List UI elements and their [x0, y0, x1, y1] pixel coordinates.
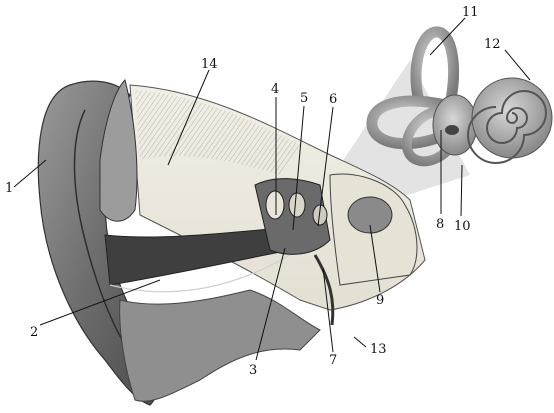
label-13: 13 — [370, 342, 387, 357]
lower-tissue — [120, 290, 320, 401]
label-2: 2 — [30, 325, 38, 340]
incus — [289, 193, 305, 217]
label-4: 4 — [271, 82, 279, 97]
oval-window — [445, 125, 459, 135]
label-5: 5 — [300, 91, 308, 106]
magnified-labyrinth — [372, 32, 552, 163]
label-1: 1 — [5, 181, 13, 196]
label-7: 7 — [329, 353, 337, 368]
leader-13 — [354, 337, 366, 347]
label-3: 3 — [249, 363, 257, 378]
label-6: 6 — [329, 92, 337, 107]
label-14: 14 — [201, 57, 218, 72]
semicircular-canal-superior — [416, 32, 454, 105]
label-12: 12 — [484, 37, 501, 52]
malleus — [266, 191, 284, 219]
label-11: 11 — [462, 5, 479, 20]
label-8: 8 — [436, 217, 444, 232]
label-10: 10 — [454, 219, 471, 234]
label-9: 9 — [376, 293, 384, 308]
leader-12 — [505, 50, 530, 80]
cochlea — [472, 78, 552, 158]
